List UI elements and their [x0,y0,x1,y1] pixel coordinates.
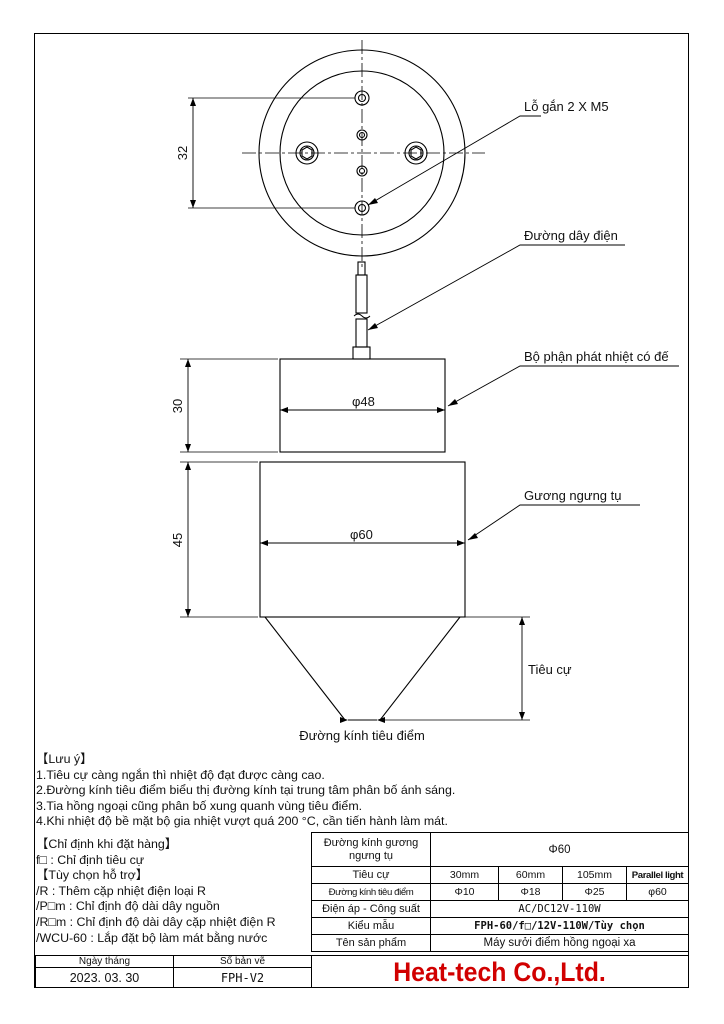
cable-lower [355,318,368,348]
note-item: 2.Đường kính tiêu điểm biểu thị đường kí… [36,783,456,798]
heater-body-upper [279,358,446,453]
note-item: 1.Tiêu cự càng ngắn thì nhiệt độ đạt đượ… [36,767,325,782]
spec-spot-label: Đường kính tiêu điểm [311,883,431,901]
ordering-section: 【Chỉ định khi đặt hàng】 f□ : Chỉ định ti… [36,837,316,946]
spec-spot-value: Φ10 [430,883,499,901]
company-name: Heat-tech Co.,Ltd. [393,956,606,987]
option-item: /R : Thêm cặp nhiệt điện loại R [36,883,206,898]
title-block: Ngày tháng Số bản vẽ 2023. 03. 30 FPH-V2 [35,955,312,988]
spec-focal-value: 30mm [430,866,499,884]
label-mounting-holes: Lỗ gắn 2 X M5 [524,99,609,114]
light-cone-right [379,616,461,721]
spec-focal-label: Tiêu cự [311,866,431,884]
option-item: /R□m : Chỉ định độ dài dây cặp nhiệt điệ… [36,914,276,929]
spec-spot-value: φ60 [625,883,690,901]
spec-model-label: Kiểu mẫu [311,917,431,935]
label-heater-unit: Bộ phận phát nhiệt có đế [524,349,669,364]
spec-product-label: Tên sản phẩm [311,934,431,952]
dim-lower-diameter: φ60 [350,527,373,542]
spec-power-value: AC/DC12V-110W [429,900,690,918]
spec-table: Đường kính gương ngưng tụ Φ60 Tiêu cự 30… [311,832,690,952]
spec-row-mirror: Đường kính gương ngưng tụ Φ60 [311,832,690,867]
label-focal-length: Tiêu cự [528,662,572,677]
company-logo: Heat-tech Co.,Ltd. [311,955,688,988]
notes-heading: 【Lưu ý】 [36,752,93,766]
spec-row-focal: Tiêu cự 30mm 60mm 105mm Parallel light [311,866,690,884]
spec-mirror-value: Φ60 [429,832,690,867]
ordering-heading: 【Chỉ định khi đặt hàng】 [36,837,178,851]
label-power-cable: Đường dây điện [524,228,618,243]
drawing-frame [34,33,689,988]
dim-lower-height: 45 [170,533,185,547]
spec-spot-value: Φ18 [498,883,563,901]
bolt-left [295,141,319,165]
spec-row-product: Tên sản phẩm Máy sưởi điểm hồng ngoại xa [311,934,690,952]
dim-upper-height: 30 [170,399,185,413]
options-heading: 【Tùy chọn hỗ trợ】 [36,868,149,883]
spec-focal-value: Parallel light [625,866,690,884]
date-label: Ngày tháng [35,955,174,968]
light-cone-left [264,616,346,721]
cable-tip [357,261,366,276]
spec-row-power: Điện áp - Công suất AC/DC12V-110W [311,900,690,918]
spec-power-label: Điện áp - Công suất [311,900,431,918]
label-focal-diameter: Đường kính tiêu điểm [299,728,425,743]
cable-upper [355,274,368,314]
dim-hole-spacing: 32 [175,146,190,160]
note-item: 3.Tia hồng ngoại cũng phân bố xung quanh… [36,798,363,813]
dim-upper-diameter: φ48 [352,394,375,409]
ordering-item: f□ : Chỉ định tiêu cự [36,852,145,867]
spec-model-value: FPH-60/f□/12V-110W/Tùy chọn [429,917,690,935]
spec-mirror-label: Đường kính gương ngưng tụ [311,832,431,867]
notes-section: 【Lưu ý】 1.Tiêu cự càng ngắn thì nhiệt độ… [36,752,596,830]
spec-product-value: Máy sưởi điểm hồng ngoại xa [429,934,690,952]
spec-row-model: Kiểu mẫu FPH-60/f□/12V-110W/Tùy chọn [311,917,690,935]
cable-connector [352,346,371,360]
option-item: /P□m : Chỉ định độ dài dây nguồn [36,899,220,914]
spec-focal-value: 60mm [498,866,563,884]
spec-focal-value: 105mm [562,866,627,884]
note-item: 4.Khi nhiệt độ bề mặt bộ gia nhiệt vượt … [36,814,448,829]
label-condenser-mirror: Gương ngưng tụ [524,488,622,503]
condenser-mirror-body [259,461,466,618]
drawing-date: 2023. 03. 30 [35,967,174,988]
drawing-no-label: Số bản vẽ [173,955,312,968]
spec-row-spot: Đường kính tiêu điểm Φ10 Φ18 Φ25 φ60 [311,883,690,901]
spec-spot-value: Φ25 [562,883,627,901]
option-item: /WCU-60 : Lắp đặt bộ làm mát bằng nước [36,930,268,945]
bolt-right [404,141,428,165]
drawing-number: FPH-V2 [173,967,312,988]
